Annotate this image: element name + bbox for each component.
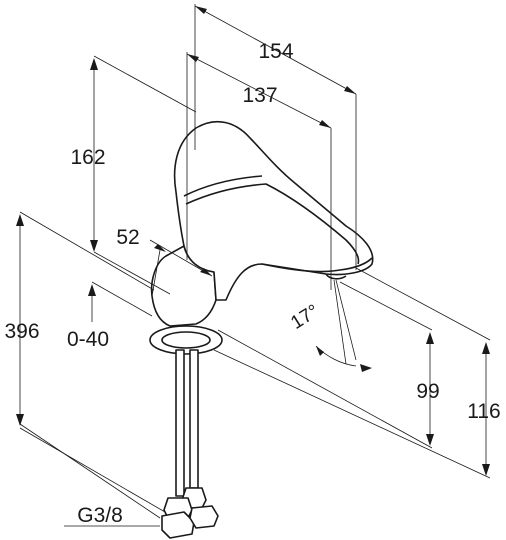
base-flange-inner	[161, 331, 211, 349]
spout-outlet	[325, 273, 347, 280]
lever-ridge-line	[183, 175, 263, 197]
dimension-lines	[16, 4, 491, 527]
dim-label-spout-angle: 17°	[287, 301, 322, 334]
dim-label-spout-height: 99	[416, 380, 439, 403]
spout-underside	[261, 257, 373, 273]
dim-label-connection-thread: G3/8	[77, 504, 123, 527]
dim-label-overall-length: 154	[258, 40, 293, 63]
supply-hose-right	[189, 349, 199, 489]
dim-label-base-diameter: 52	[116, 226, 139, 249]
supply-hose-left	[175, 349, 185, 497]
faucet-lever-body	[173, 120, 374, 301]
dim-label-spout-reach: 137	[242, 84, 277, 107]
lever-ridge-line-inner	[185, 183, 360, 265]
dim-label-adjustment-range: 0-40	[67, 328, 109, 351]
faucet-outline	[149, 120, 374, 539]
connection-nut-left	[161, 511, 195, 539]
dim-label-outlet-height: 116	[467, 400, 500, 423]
dim-label-body-height: 162	[70, 146, 105, 169]
dimension-labels: 154 137 162 52 396 0-40 99 116 17° G3/8	[4, 40, 500, 527]
connection-nut-right	[189, 505, 219, 529]
dim-label-total-height: 396	[4, 320, 39, 343]
